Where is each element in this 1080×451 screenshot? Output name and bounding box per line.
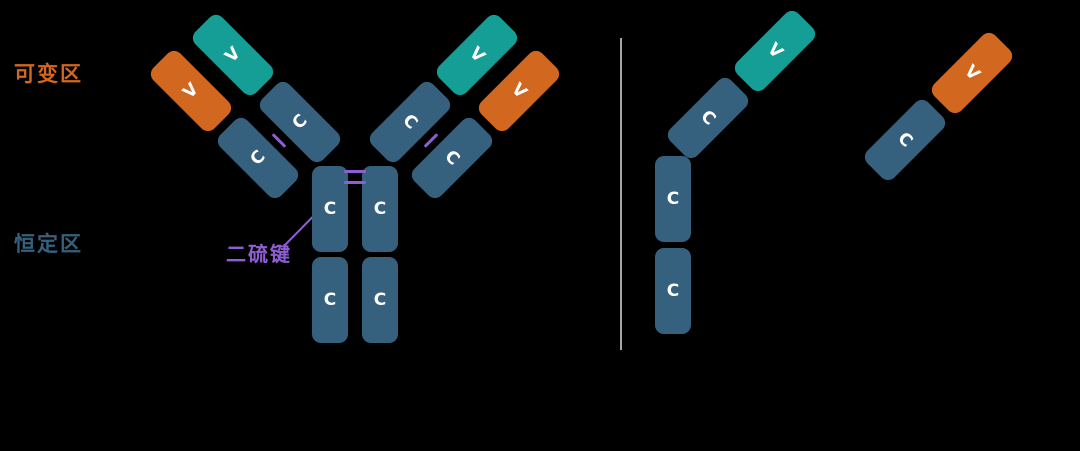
heavy-chain-v-segment: V (731, 7, 819, 95)
segment-letter: V (465, 43, 489, 67)
label-disulfide-bond: 二硫键 (226, 242, 292, 266)
segment-letter: C (696, 106, 720, 130)
segment-letter: C (893, 128, 917, 152)
segment-letter: V (960, 61, 984, 85)
divider-line (620, 38, 622, 350)
light-chain-c-segment: C (861, 96, 949, 184)
segment-letter: V (763, 39, 787, 63)
left-stem-lower-c-segment: C (312, 257, 348, 343)
heavy-chain-c1-segment: C (664, 74, 752, 162)
segment-letter: V (507, 79, 531, 103)
segment-letter: C (323, 290, 337, 310)
heavy-chain-c2-segment: C (655, 156, 691, 242)
segment-letter: C (288, 110, 312, 134)
segment-letter: C (666, 189, 680, 209)
segment-letter: C (246, 146, 270, 170)
inter-heavy-disulfide-bond-1 (344, 170, 366, 173)
segment-letter: V (221, 43, 245, 67)
segment-letter: C (373, 199, 387, 219)
left-stem-upper-c-segment: C (312, 166, 348, 252)
segment-letter: C (398, 110, 422, 134)
segment-letter: C (323, 199, 337, 219)
right-stem-upper-c-segment: C (362, 166, 398, 252)
segment-letter: C (373, 290, 387, 310)
inter-heavy-disulfide-bond-2 (344, 181, 366, 184)
left-arm-disulfide-bond (271, 133, 287, 148)
heavy-chain-c3-segment: C (655, 248, 691, 334)
label-constant-region: 恒定区 (14, 232, 83, 256)
light-chain-v-segment: V (928, 29, 1016, 117)
segment-letter: C (440, 146, 464, 170)
segment-letter: V (179, 79, 203, 103)
label-variable-region: 可变区 (14, 62, 83, 86)
segment-letter: C (666, 281, 680, 301)
right-stem-lower-c-segment: C (362, 257, 398, 343)
